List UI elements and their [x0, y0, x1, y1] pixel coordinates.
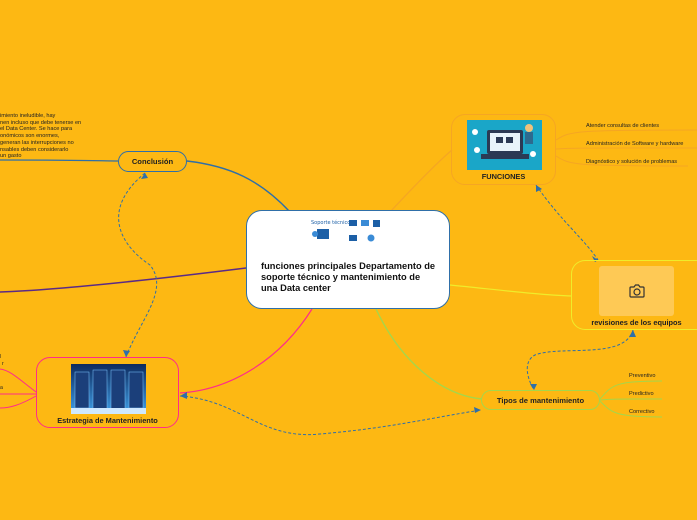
- support-logo-icon: Soporte técnico: [311, 219, 380, 242]
- funciones-label: FUNCIONES: [481, 172, 526, 181]
- note-line: generan las interrupciones no: [0, 139, 74, 146]
- arrow-head: [474, 407, 481, 413]
- estrategia-label: Estrategia de Mantenimiento: [57, 416, 158, 425]
- estrategia-fragment-3: a: [0, 385, 3, 391]
- leaf-line-funciones-2: [555, 147, 697, 150]
- leaf-tipos-3[interactable]: Correctivo: [629, 409, 655, 415]
- leaf-tipos-2[interactable]: Predictivo: [629, 391, 654, 397]
- arrow-head: [530, 384, 537, 390]
- leaf-funciones-1[interactable]: Atender consultas de clientes: [586, 123, 660, 129]
- relation-funciones-revisiones: [535, 184, 599, 261]
- camera-icon: [629, 284, 645, 298]
- node-conclusion[interactable]: Conclusión: [118, 151, 187, 172]
- branch-estrategia-stub-3: [0, 395, 37, 409]
- note-line: el Data Center. Se hace para: [0, 126, 73, 133]
- branch-conclusion: [186, 160, 291, 213]
- central-title: funciones principales Departamento de so…: [261, 261, 436, 293]
- branch-estrategia-stub-1: [0, 368, 37, 393]
- relation-conclusion-estrategia: [118, 172, 158, 358]
- arrow-head: [536, 185, 542, 192]
- note-line: imiento ineludible, hay: [0, 113, 56, 119]
- branch-estrategia: [179, 308, 313, 394]
- arrow-head: [629, 330, 636, 337]
- note-line: un gasto: [0, 153, 22, 160]
- note-line: nsables deben considerarlo: [0, 146, 69, 153]
- leaf-line-funciones-3: [555, 155, 689, 167]
- branch-left-offscreen: [0, 267, 247, 293]
- leaf-tipos-1[interactable]: Preventivo: [629, 373, 656, 379]
- image-placeholder: [599, 266, 674, 316]
- conclusion-label: Conclusión: [131, 157, 174, 166]
- node-estrategia[interactable]: Estrategia de Mantenimiento: [36, 357, 179, 428]
- leaf-line-tipos-1: [599, 380, 663, 400]
- relation-revisiones-tipos: [526, 329, 634, 391]
- node-tipos[interactable]: Tipos de mantenimiento: [481, 390, 600, 410]
- relation-estrategia-tipos: [179, 395, 482, 436]
- estrategia-fragment-1: l: [0, 354, 2, 360]
- central-topic[interactable]: Soporte técnico funciones principales De…: [246, 210, 450, 309]
- branch-conclusion-note: [0, 159, 119, 162]
- arrow-head: [123, 350, 130, 357]
- leaf-funciones-3[interactable]: Diagnóstico y solución de problemas: [586, 159, 678, 165]
- node-funciones[interactable]: FUNCIONES: [451, 114, 556, 185]
- arrow-head: [141, 173, 148, 179]
- node-revisiones[interactable]: revisiones de los equipos: [571, 260, 697, 330]
- branch-funciones: [389, 149, 453, 213]
- branch-tipos: [375, 308, 483, 400]
- leaf-line-funciones-1: [555, 129, 697, 141]
- estrategia-fragment-2: r: [2, 361, 4, 367]
- leaf-line-tipos-2: [599, 398, 663, 401]
- revisiones-label: revisiones de los equipos: [591, 318, 682, 327]
- server-room-illustration-icon: [71, 364, 146, 414]
- logo-text: Soporte técnico: [311, 219, 350, 226]
- note-line: nen incluso que debe tenerse en: [0, 119, 82, 126]
- arrow-head: [180, 392, 187, 399]
- leaf-line-tipos-3: [599, 400, 663, 418]
- branch-revisiones: [449, 284, 573, 297]
- computer-support-illustration-icon: [467, 120, 542, 170]
- conclusion-note: imiento ineludible, hay nen incluso que …: [0, 113, 92, 160]
- tipos-label: Tipos de mantenimiento: [496, 395, 585, 405]
- leaf-funciones-2[interactable]: Administración de Software y hardware: [586, 141, 684, 147]
- note-line: onómicos son enormes,: [0, 133, 60, 140]
